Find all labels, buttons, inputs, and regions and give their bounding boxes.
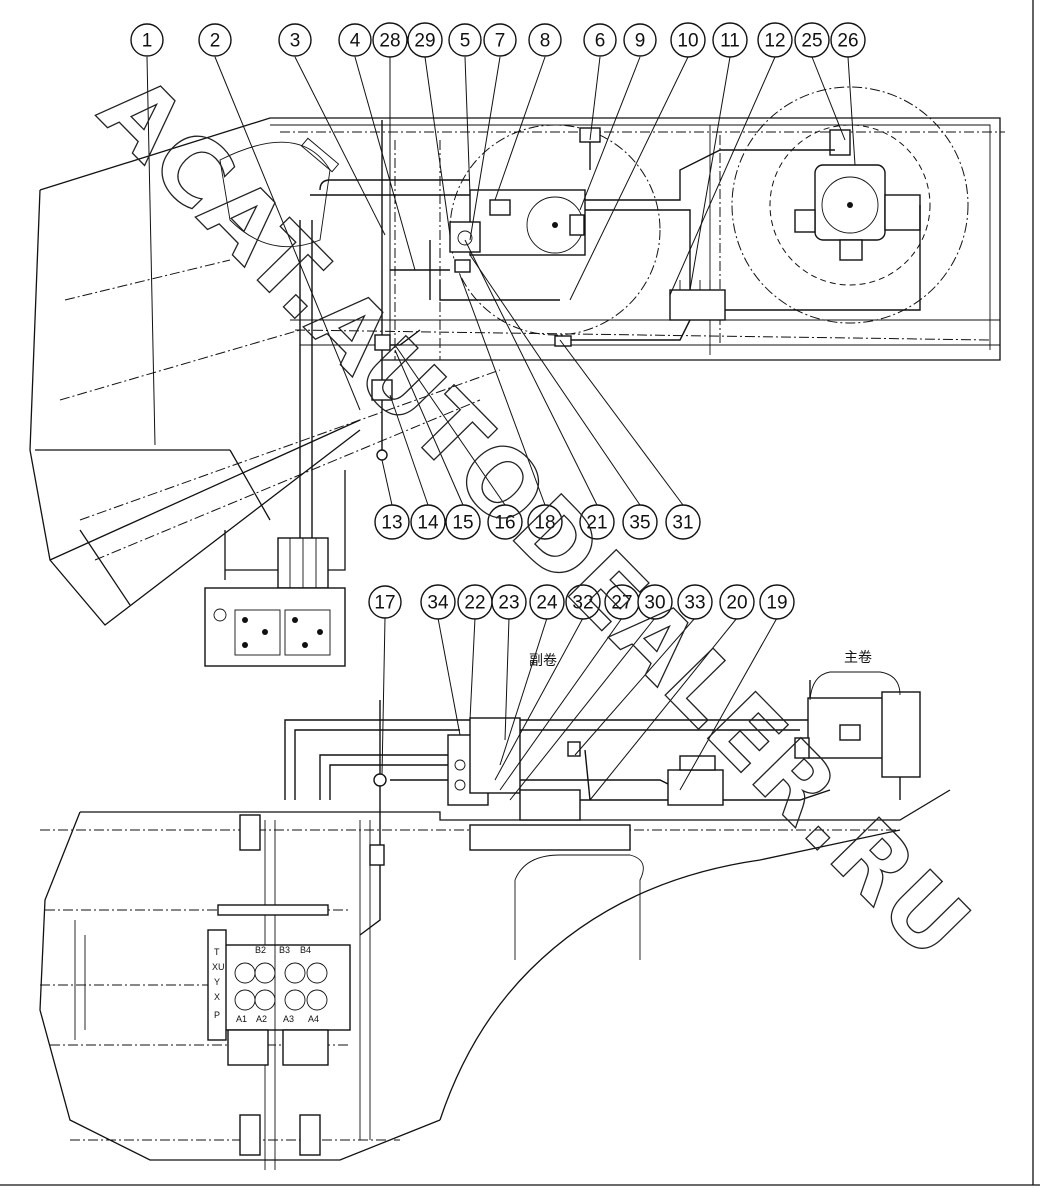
svg-text:20: 20 — [726, 593, 747, 614]
svg-text:33: 33 — [684, 593, 705, 614]
svg-text:34: 34 — [427, 593, 449, 614]
svg-text:5: 5 — [460, 31, 471, 52]
port-label: B3 — [279, 945, 290, 955]
svg-text:30: 30 — [644, 593, 665, 614]
svg-text:19: 19 — [766, 593, 787, 614]
svg-text:1: 1 — [142, 31, 153, 52]
callout: 31 — [665, 504, 701, 540]
svg-text:35: 35 — [629, 513, 650, 534]
mid-leader-lines — [381, 239, 684, 506]
manifold-block — [669, 289, 726, 321]
svg-text:25: 25 — [801, 31, 822, 52]
callout: 14 — [410, 504, 446, 540]
callout: 23 — [491, 584, 527, 620]
callout: 33 — [677, 584, 713, 620]
svg-text:10: 10 — [677, 31, 698, 52]
callout: 28 — [372, 22, 408, 58]
callout: 4 — [338, 23, 372, 57]
callout: 27 — [604, 584, 640, 620]
callout: 2 — [198, 23, 232, 57]
svg-text:4: 4 — [350, 31, 361, 52]
callout: 32 — [565, 584, 601, 620]
svg-text:13: 13 — [381, 513, 402, 534]
main-winch-label: 主卷 — [844, 649, 872, 665]
svg-text:18: 18 — [534, 513, 555, 534]
svg-text:26: 26 — [837, 31, 858, 52]
callouts-mid-row: 13 14 15 16 18 21 35 31 — [374, 504, 701, 540]
svg-text:17: 17 — [374, 593, 395, 614]
callout: 22 — [457, 584, 493, 620]
callouts-top-row: 1 2 3 4 28 29 5 7 8 6 9 10 11 12 25 26 — [130, 22, 866, 58]
callout: 25 — [794, 22, 830, 58]
callout: 11 — [712, 22, 748, 58]
callout: 20 — [719, 584, 755, 620]
callout: 13 — [374, 504, 410, 540]
svg-text:31: 31 — [672, 513, 693, 534]
svg-text:16: 16 — [494, 513, 515, 534]
svg-text:32: 32 — [572, 593, 593, 614]
callout: 19 — [759, 584, 795, 620]
port-label: Y — [214, 977, 220, 987]
callout: 5 — [448, 23, 482, 57]
port-label: XU — [212, 962, 225, 972]
callout: 17 — [368, 585, 402, 619]
top-leader-lines — [146, 56, 856, 446]
svg-text:8: 8 — [540, 31, 551, 52]
callout: 16 — [487, 504, 523, 540]
svg-text:9: 9 — [635, 31, 646, 52]
callout: 35 — [622, 504, 658, 540]
port-label: B4 — [300, 945, 311, 955]
callout: 9 — [623, 23, 657, 57]
lower-leader-lines — [381, 617, 778, 801]
svg-text:29: 29 — [414, 31, 435, 52]
svg-text:15: 15 — [452, 513, 473, 534]
svg-text:28: 28 — [379, 31, 400, 52]
port-label: A3 — [283, 1014, 294, 1024]
control-block-upper — [204, 587, 346, 667]
main-control-valve — [224, 944, 351, 1031]
callout: 18 — [527, 504, 563, 540]
port-label: X — [214, 992, 220, 1002]
svg-text:2: 2 — [210, 31, 221, 52]
callout: 3 — [278, 23, 312, 57]
callout: 26 — [830, 22, 866, 58]
callout: 29 — [407, 22, 443, 58]
port-label: A1 — [236, 1014, 247, 1024]
port-label: B2 — [255, 945, 266, 955]
svg-text:21: 21 — [586, 513, 607, 534]
svg-text:7: 7 — [495, 31, 506, 52]
svg-text:6: 6 — [595, 31, 606, 52]
svg-text:23: 23 — [498, 593, 519, 614]
svg-text:3: 3 — [290, 31, 301, 52]
callout: 21 — [579, 504, 615, 540]
carrier-view — [39, 671, 951, 1170]
callout: 10 — [670, 22, 706, 58]
svg-text:24: 24 — [536, 593, 558, 614]
callout: 12 — [757, 22, 793, 58]
callout: 6 — [583, 23, 617, 57]
callouts-lower-row: 17 34 22 23 24 32 27 30 33 20 19 — [368, 584, 795, 620]
port-label: A2 — [256, 1014, 267, 1024]
upper-structure-view — [29, 86, 1005, 667]
port-label: T — [214, 947, 220, 957]
valve-port-labels: B2 B3 B4 A1 A2 A3 A4 T XU Y X P — [212, 945, 319, 1024]
svg-text:27: 27 — [611, 593, 632, 614]
callout: 15 — [445, 504, 481, 540]
callout: 24 — [529, 584, 565, 620]
callout: 1 — [130, 23, 164, 57]
svg-text:12: 12 — [764, 31, 785, 52]
callout: 30 — [637, 584, 673, 620]
aux-winch-label: 副卷 — [529, 652, 557, 668]
svg-text:14: 14 — [417, 513, 439, 534]
callout: 34 — [420, 584, 456, 620]
port-label: A4 — [308, 1014, 319, 1024]
svg-text:11: 11 — [720, 31, 740, 52]
port-label: P — [214, 1010, 220, 1020]
svg-text:22: 22 — [464, 593, 485, 614]
callout: 8 — [528, 23, 562, 57]
callout: 7 — [483, 23, 517, 57]
